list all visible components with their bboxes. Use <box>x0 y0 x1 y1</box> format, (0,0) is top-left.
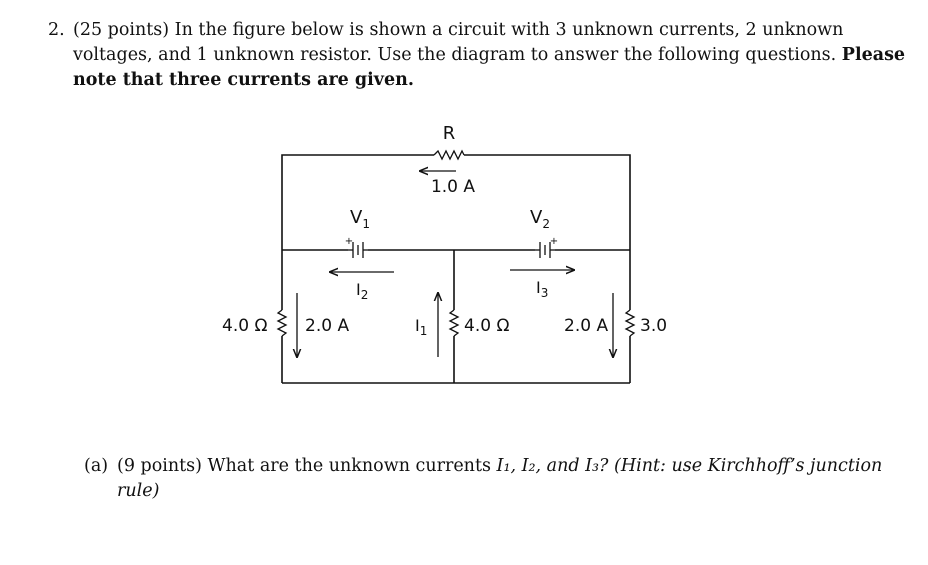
part-a-question: (9 points) What are the unknown currents <box>117 456 491 476</box>
part-a: (a) (9 points) What are the unknown curr… <box>84 454 906 504</box>
problem-number: 2. <box>48 20 65 40</box>
middle-resistor-symbol <box>448 309 460 337</box>
i2-sub: 2 <box>361 288 369 302</box>
v1-sub: 1 <box>362 217 370 231</box>
i1-main: I <box>415 316 420 335</box>
right-resistor-label: 3.0 Ω <box>640 316 672 336</box>
top-wire <box>281 154 434 250</box>
i3-main: I <box>536 278 541 297</box>
circuit-svg: R 1.0 A + V1 I2 + <box>222 123 672 384</box>
i1-label: I1 <box>415 316 427 338</box>
top-current-label: 1.0 A <box>431 177 475 197</box>
resistor-r-symbol <box>433 149 465 161</box>
part-a-hint: (Hint: use Kirchhoff’s junction rule) <box>117 456 883 501</box>
battery-v2 <box>535 242 555 258</box>
middle-resistor-label: 4.0 Ω <box>464 316 509 336</box>
battery-v1 <box>348 242 368 258</box>
top-wire-right <box>464 154 631 250</box>
right-current-label: 2.0 A <box>564 316 608 336</box>
resistor-r-label: R <box>443 123 456 144</box>
i2-main: I <box>356 280 361 299</box>
problem-text: (25 points) In the figure below is shown… <box>73 18 906 93</box>
v2-plus: + <box>550 236 558 247</box>
v2-label: V2 <box>530 207 550 231</box>
i3-label: I3 <box>536 278 548 300</box>
v1-label: V1 <box>350 207 370 231</box>
i2-label: I2 <box>356 280 368 302</box>
problem-emphasis: Please note that three currents are give… <box>73 45 906 90</box>
i3-sub: 3 <box>541 286 549 300</box>
right-resistor-symbol <box>624 309 636 337</box>
v2-sub: 2 <box>542 217 550 231</box>
v1-plus: + <box>345 236 353 247</box>
circuit-diagram: R 1.0 A + V1 I2 + <box>212 115 672 410</box>
v1-main: V <box>350 207 363 228</box>
left-current-label: 2.0 A <box>305 316 349 336</box>
part-a-vars: I₁, I₂, and I₃? <box>496 456 609 476</box>
v2-main: V <box>530 207 543 228</box>
left-resistor-symbol <box>276 309 288 337</box>
part-a-text: (9 points) What are the unknown currents… <box>117 454 906 504</box>
problem-intro: (25 points) In the figure below is shown… <box>73 20 844 65</box>
problem-2: 2. (25 points) In the figure below is sh… <box>48 18 906 93</box>
part-a-label: (a) <box>84 456 109 476</box>
i1-sub: 1 <box>420 324 428 338</box>
left-resistor-label: 4.0 Ω <box>222 316 267 336</box>
